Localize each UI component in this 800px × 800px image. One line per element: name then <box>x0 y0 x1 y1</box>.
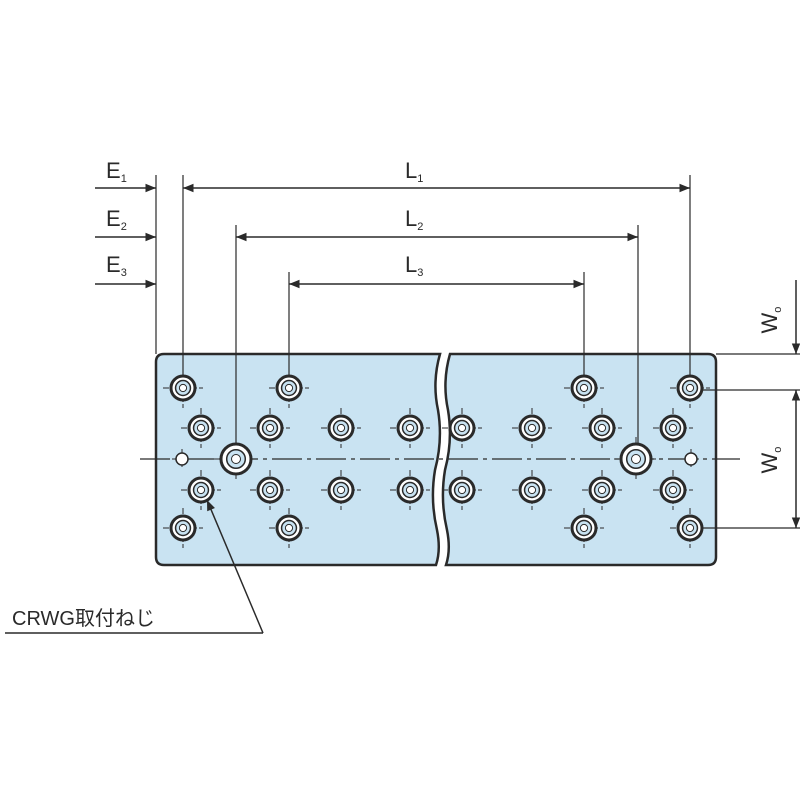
screw-hole-icon <box>269 508 309 548</box>
dim-label-l3: L3 <box>405 252 423 279</box>
screw-hole-icon <box>181 408 221 448</box>
screw-hole-icon <box>653 408 693 448</box>
screw-hole-icon <box>512 470 552 510</box>
screw-hole-icon <box>214 437 258 481</box>
screw-hole-icon <box>163 508 203 548</box>
screw-hole-icon <box>181 470 221 510</box>
screw-hole-icon <box>564 508 604 548</box>
callout-leader <box>206 499 264 634</box>
screw-hole-icon <box>653 470 693 510</box>
screw-hole-icon <box>390 470 430 510</box>
screw-hole-icon <box>250 470 290 510</box>
screw-hole-icon <box>390 408 430 448</box>
plate-right-half <box>441 352 718 567</box>
dim-label-e2: E2 <box>106 206 127 233</box>
center-hole-icon <box>681 449 701 469</box>
screw-hole-icon <box>582 470 622 510</box>
dim-label-l1: L1 <box>405 158 423 185</box>
screw-hole-icon <box>670 508 710 548</box>
screw-hole-icon <box>564 368 604 408</box>
screw-hole-icon <box>614 437 658 481</box>
screw-hole-icon <box>269 368 309 408</box>
dim-label-w-lower: Wo <box>757 447 784 474</box>
screw-hole-icon <box>321 408 361 448</box>
mounting-holes <box>163 368 710 548</box>
screw-hole-icon <box>582 408 622 448</box>
screw-hole-icon <box>442 470 482 510</box>
screw-hole-icon <box>670 368 710 408</box>
screw-hole-icon <box>512 408 552 448</box>
dim-label-e1: E1 <box>106 158 127 185</box>
dim-label-e3: E3 <box>106 252 127 279</box>
screw-hole-icon <box>163 368 203 408</box>
callout-label: CRWG取付ねじ <box>12 607 155 630</box>
dimension-lines <box>95 183 800 528</box>
center-hole-icon <box>172 449 192 469</box>
screw-hole-icon <box>321 470 361 510</box>
screw-hole-icon <box>250 408 290 448</box>
dim-label-w-upper: Wo <box>757 307 784 334</box>
dim-label-l2: L2 <box>405 206 423 233</box>
screw-hole-icon <box>442 408 482 448</box>
